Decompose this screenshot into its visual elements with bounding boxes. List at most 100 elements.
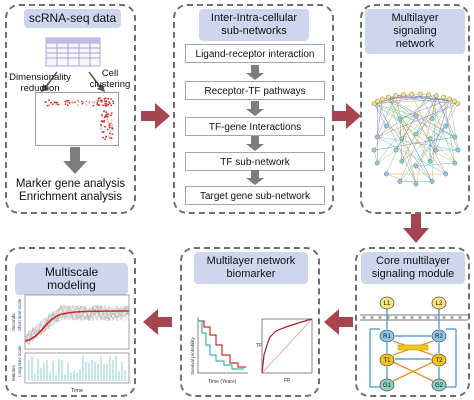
- step-target-gene: Target gene sub-network: [185, 186, 325, 205]
- network-node: [401, 92, 406, 98]
- roc-curve-plot: TP FP: [256, 318, 313, 384]
- label-r1: R1: [383, 334, 391, 340]
- scatter-dot: [55, 103, 58, 106]
- scatter-dot: [64, 100, 67, 103]
- network-node: [379, 96, 385, 102]
- marker-gene-text: Marker gene analysis: [15, 178, 126, 190]
- network-node: [399, 136, 405, 142]
- scatter-dot: [105, 111, 108, 114]
- subnetworks-panel: Inter-Intra-cellular sub-networks Ligand…: [173, 4, 334, 214]
- scatter-dot: [54, 101, 57, 104]
- biomarker-title: Multilayer network biomarker: [194, 252, 308, 284]
- short-time-label: Short time scale: [17, 298, 22, 331]
- label-t2: T2: [435, 358, 443, 364]
- node-t2: [431, 353, 447, 367]
- scatter-dot: [46, 104, 49, 107]
- network-node: [371, 101, 377, 107]
- biomarker-panel: Multilayer network biomarker Survival pr…: [180, 247, 320, 397]
- network-edge: [377, 149, 397, 164]
- step-receptor-tf: Receptor-TF pathways: [185, 81, 325, 100]
- label-l2: L2: [436, 301, 443, 307]
- scatter-dot: [110, 119, 113, 122]
- network-edge: [373, 136, 455, 151]
- network-edge: [428, 94, 455, 164]
- network-node: [452, 160, 458, 166]
- trajectory-line: [24, 305, 130, 346]
- network-node: [429, 116, 435, 121]
- label-r2: R2: [435, 334, 443, 340]
- scatter-dot: [105, 113, 108, 116]
- scatter-dot: [105, 135, 107, 138]
- network-node: [413, 113, 419, 119]
- scatter-dot: [104, 100, 106, 102]
- time-xlabel: Time: [71, 388, 83, 394]
- node-r1: [379, 329, 395, 343]
- scrna-down-arrow: [63, 147, 87, 174]
- scatter-dot: [104, 138, 107, 141]
- network-node: [399, 158, 405, 164]
- scatter-dot: [105, 102, 107, 105]
- arrow-3-to-4: [403, 214, 429, 243]
- roc-xlabel: FP: [284, 378, 291, 384]
- scatter-dot: [103, 116, 106, 119]
- scatter-dot: [104, 125, 106, 128]
- network-edge: [374, 93, 412, 104]
- core-module-title-line2: signaling module: [371, 268, 455, 280]
- biomarker-title-line1: Multilayer network: [206, 255, 296, 267]
- network-node: [409, 91, 415, 97]
- network-node: [397, 116, 403, 121]
- scatter-dot: [101, 131, 104, 133]
- scatter-dot: [108, 123, 110, 126]
- network-edge: [377, 136, 459, 151]
- scatter-dot: [111, 127, 114, 130]
- scatter-dot: [105, 105, 108, 107]
- arrow-5-to-6: [143, 309, 172, 335]
- scatter-dot: [97, 97, 100, 100]
- network-edge: [377, 101, 417, 185]
- multiscale-title: Multiscale modeling: [15, 263, 128, 295]
- network-node: [374, 160, 380, 166]
- network-node: [413, 181, 419, 187]
- scrna-panel: scRNA-seq data Dimensionality reduction …: [5, 4, 136, 214]
- network-node: [413, 163, 419, 169]
- network-node: [426, 92, 431, 98]
- scatter-dot: [96, 101, 99, 104]
- subnetworks-title-line1: Inter-Intra-cellular: [210, 12, 298, 24]
- network-node: [443, 171, 449, 177]
- network-node: [452, 98, 457, 104]
- core-module-diagram: L1 L2 R1 R2 T1 T2 G1 G2: [360, 296, 468, 392]
- scatter-dot: [108, 101, 110, 103]
- scatter-dot: [81, 100, 83, 103]
- network-edge: [374, 95, 437, 104]
- node-r2: [431, 329, 447, 343]
- network-node: [452, 134, 458, 140]
- trajectory-line: [24, 305, 130, 344]
- network-node: [393, 93, 398, 99]
- network-node: [434, 93, 439, 99]
- long-time-label: Long time scale: [17, 345, 22, 377]
- roc-ylabel: TP: [256, 343, 263, 349]
- subnetworks-title: Inter-Intra-cellular sub-networks: [199, 9, 309, 41]
- split-arrows: [41, 71, 105, 92]
- label-g1: G1: [383, 383, 392, 389]
- network-edge: [415, 95, 437, 185]
- network-node: [383, 123, 389, 129]
- scatter-dot: [100, 123, 102, 126]
- network-node: [397, 179, 403, 184]
- scatter-dot: [48, 104, 50, 107]
- survival-ylabel: Survival probability: [190, 336, 195, 375]
- data-matrix-icon: [45, 37, 101, 67]
- node-l2: [431, 296, 447, 310]
- subnetworks-title-line2: sub-networks: [221, 25, 287, 37]
- scatter-dot: [68, 101, 71, 104]
- scatter-dot: [104, 104, 107, 107]
- scatter-dot: [53, 101, 56, 104]
- network-edge: [415, 115, 446, 175]
- network-node: [383, 171, 389, 177]
- network-node: [417, 91, 423, 97]
- scatter-dot: [66, 104, 69, 107]
- core-module-panel: Core multilayer signaling module: [355, 247, 470, 397]
- network-edge: [445, 103, 458, 127]
- network-node: [441, 94, 447, 100]
- scatter-dot: [81, 102, 84, 105]
